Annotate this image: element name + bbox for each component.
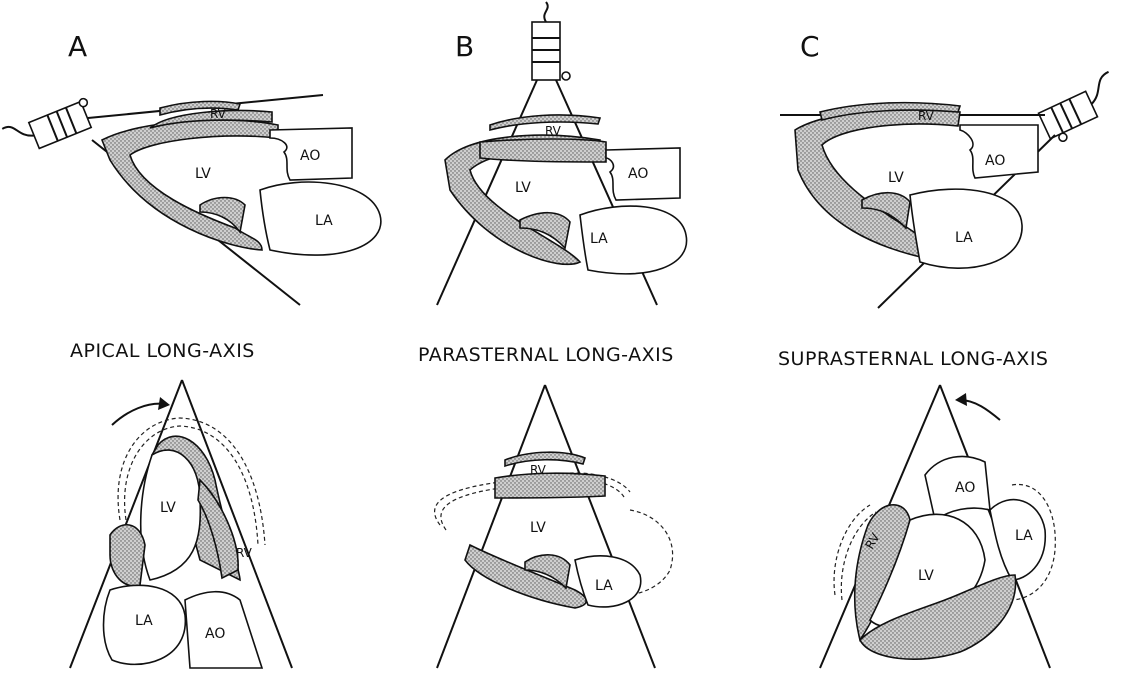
- septum-b: [480, 139, 606, 162]
- label-b2-la: LA: [595, 578, 613, 594]
- label-c-la: LA: [955, 230, 973, 246]
- la-c: [910, 189, 1022, 268]
- panel-b-letter: B: [455, 30, 474, 63]
- panel-b-title: PARASTERNAL LONG-AXIS: [418, 344, 674, 366]
- ao-c: [960, 125, 1038, 178]
- label-a2-lv: LV: [160, 500, 176, 516]
- panel-c-top: C RV LV AO LA SUPRASTERNAL LONG-AXIS: [778, 30, 1127, 370]
- panel-a-title: APICAL LONG-AXIS: [70, 340, 255, 362]
- panel-a-top: A RV LV AO LA APICAL LONG-AXIS: [2, 30, 381, 362]
- label-c-ao: AO: [985, 153, 1005, 169]
- label-a-ao: AO: [300, 148, 320, 164]
- transducer-c-icon: [1035, 72, 1127, 146]
- rotation-arrow-a-icon: [112, 404, 165, 425]
- label-b-lv: LV: [515, 180, 531, 196]
- rv-a2: [110, 525, 145, 586]
- panel-b-top: B RV LV AO LA PARASTERNAL LONG-AXIS: [418, 2, 687, 366]
- label-a-rv: RV: [210, 107, 227, 121]
- label-c2-la: LA: [1015, 528, 1033, 544]
- panel-c-letter: C: [800, 30, 820, 63]
- label-c-rv: RV: [918, 109, 935, 123]
- septum-b2: [495, 473, 605, 498]
- label-c2-lv: LV: [918, 568, 934, 584]
- panel-a-letter: A: [68, 30, 87, 63]
- label-c2-ao: AO: [955, 480, 975, 496]
- label-b-la: LA: [590, 231, 608, 247]
- label-b2-rv: RV: [530, 463, 547, 477]
- panel-b-bottom: RV LV LA: [435, 385, 673, 668]
- label-b2-lv: LV: [530, 520, 546, 536]
- panel-c-title: SUPRASTERNAL LONG-AXIS: [778, 348, 1048, 370]
- label-a2-la: LA: [135, 613, 153, 629]
- label-c-lv: LV: [888, 170, 904, 186]
- panel-c-bottom: AO LA RV LV: [820, 385, 1055, 668]
- panel-a-bottom: LV RV LA AO: [70, 380, 292, 668]
- label-b-rv: RV: [545, 124, 562, 138]
- label-a-la: LA: [315, 213, 333, 229]
- label-a-lv: LV: [195, 166, 211, 182]
- lv-wall-a: [102, 120, 278, 250]
- label-a2-rv: RV: [236, 546, 253, 560]
- transducer-b-icon: [532, 2, 570, 80]
- label-a2-ao: AO: [205, 626, 225, 642]
- transducer-a-icon: [2, 95, 97, 158]
- label-b-ao: AO: [628, 166, 648, 182]
